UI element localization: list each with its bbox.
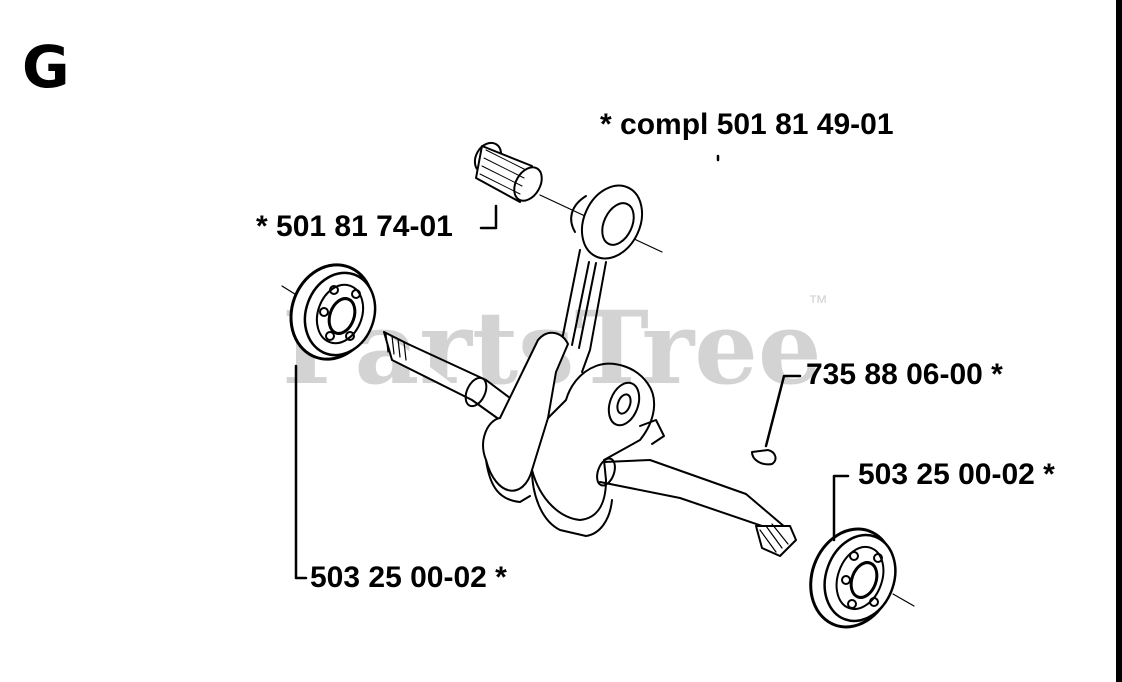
leader-bearing-right	[832, 474, 850, 542]
right-axis-stub	[892, 593, 915, 607]
leader-needle-bearing	[479, 204, 498, 230]
right-crankshaft-shaft	[596, 457, 797, 557]
label-bearing-right: 503 25 00-02 *	[858, 458, 1055, 491]
left-crankshaft-shaft	[383, 331, 511, 421]
woodruff-key	[751, 449, 777, 466]
leader-lines	[294, 154, 850, 580]
crank-webs	[482, 331, 665, 537]
section-letter: G	[22, 33, 70, 101]
right-ball-bearing	[809, 527, 897, 629]
label-key: 735 88 06-00 *	[806, 358, 1003, 391]
label-needle-bearing: * 501 81 74-01	[256, 210, 453, 243]
label-connecting-rod-assembly: * compl 501 81 49-01	[600, 108, 894, 141]
label-bearing-left: 503 25 00-02 *	[310, 561, 507, 594]
leader-bearing-left	[294, 364, 308, 580]
page-border	[1116, 0, 1122, 682]
watermark-trademark: ™	[808, 292, 828, 314]
leader-key	[764, 374, 802, 448]
needle-bearing	[473, 141, 543, 203]
left-ball-bearing	[289, 263, 377, 361]
